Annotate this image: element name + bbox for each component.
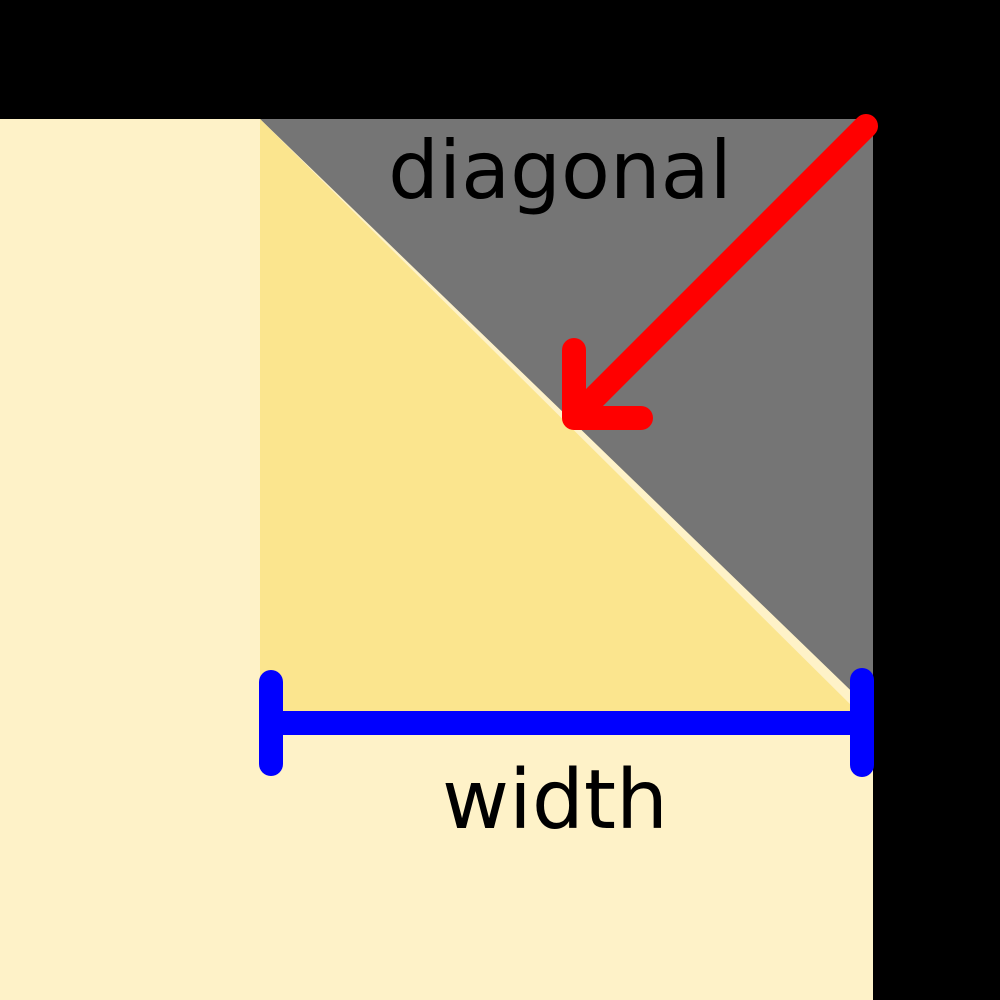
arrow-shaft <box>563 114 878 429</box>
diagonal-arrow <box>562 114 878 430</box>
width-bracket <box>259 668 874 777</box>
arrow-head <box>562 338 653 430</box>
lower-triangle <box>260 119 858 712</box>
width-label: width <box>442 753 668 848</box>
diagonal-label: diagonal <box>388 124 732 217</box>
